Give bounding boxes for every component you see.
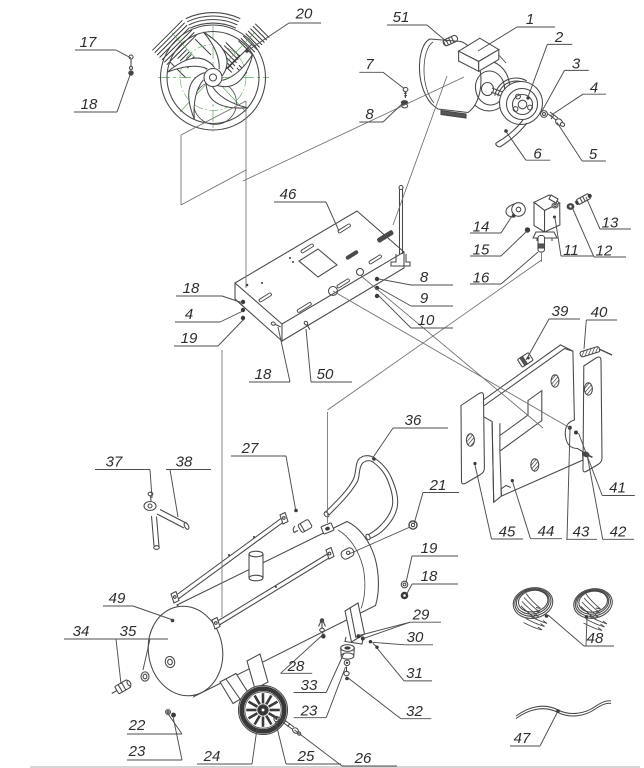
svg-text:23: 23 <box>128 743 146 760</box>
svg-text:5: 5 <box>589 146 598 163</box>
svg-text:45: 45 <box>499 524 516 541</box>
svg-text:19: 19 <box>421 540 438 557</box>
svg-text:41: 41 <box>609 480 626 497</box>
svg-text:11: 11 <box>563 242 579 259</box>
svg-text:35: 35 <box>120 623 137 640</box>
svg-text:1: 1 <box>526 11 534 28</box>
svg-text:7: 7 <box>365 56 374 73</box>
svg-text:18: 18 <box>421 568 438 585</box>
svg-text:3: 3 <box>572 56 581 73</box>
svg-text:4: 4 <box>590 80 598 97</box>
svg-text:10: 10 <box>418 312 435 329</box>
svg-text:18: 18 <box>183 280 200 297</box>
svg-text:36: 36 <box>405 412 422 429</box>
svg-text:26: 26 <box>354 750 372 767</box>
svg-text:2: 2 <box>554 29 564 46</box>
svg-text:48: 48 <box>587 630 604 647</box>
svg-text:12: 12 <box>596 243 613 260</box>
svg-text:14: 14 <box>473 219 490 236</box>
svg-text:28: 28 <box>287 658 305 675</box>
svg-text:13: 13 <box>602 215 619 232</box>
svg-text:30: 30 <box>407 629 424 646</box>
svg-text:16: 16 <box>473 270 490 287</box>
svg-text:18: 18 <box>81 96 98 113</box>
svg-text:42: 42 <box>610 524 627 541</box>
svg-text:38: 38 <box>176 454 193 471</box>
svg-text:40: 40 <box>591 304 608 321</box>
svg-text:33: 33 <box>301 677 318 694</box>
svg-text:19: 19 <box>181 330 198 347</box>
svg-text:20: 20 <box>295 6 313 23</box>
svg-text:44: 44 <box>538 523 555 540</box>
svg-text:37: 37 <box>106 454 123 471</box>
svg-text:8: 8 <box>365 106 374 123</box>
svg-text:49: 49 <box>109 590 126 607</box>
svg-text:51: 51 <box>393 9 410 26</box>
svg-text:4: 4 <box>185 306 193 323</box>
svg-text:39: 39 <box>552 303 569 320</box>
svg-text:15: 15 <box>473 242 490 259</box>
svg-text:25: 25 <box>297 748 315 765</box>
svg-text:18: 18 <box>255 366 272 383</box>
svg-text:24: 24 <box>203 748 221 765</box>
svg-text:21: 21 <box>429 477 447 494</box>
svg-text:50: 50 <box>317 366 334 383</box>
svg-text:8: 8 <box>420 269 429 286</box>
svg-text:32: 32 <box>406 703 423 720</box>
svg-text:47: 47 <box>514 730 531 747</box>
svg-text:43: 43 <box>573 524 590 541</box>
svg-text:17: 17 <box>80 34 97 51</box>
svg-text:29: 29 <box>412 607 430 624</box>
svg-text:34: 34 <box>73 623 90 640</box>
svg-text:46: 46 <box>280 186 297 203</box>
svg-text:23: 23 <box>300 703 318 720</box>
svg-text:31: 31 <box>406 665 423 682</box>
svg-text:9: 9 <box>420 290 429 307</box>
svg-text:6: 6 <box>533 146 542 163</box>
svg-text:27: 27 <box>241 440 259 457</box>
svg-text:22: 22 <box>128 717 146 734</box>
